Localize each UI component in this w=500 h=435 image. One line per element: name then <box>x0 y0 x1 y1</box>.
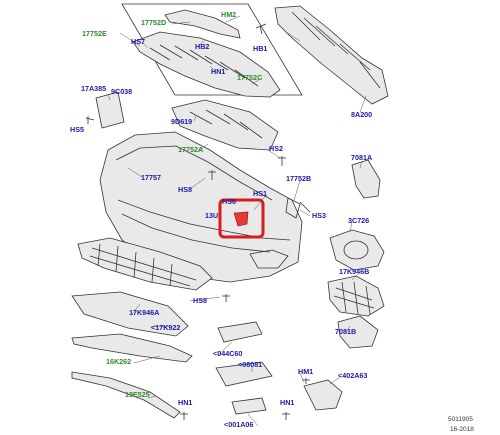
footer-date: 16-2018 <box>450 426 474 433</box>
bumper-fog-recess <box>249 249 289 269</box>
screw-hm1 <box>302 378 310 384</box>
label-17K946B: 17K946B <box>339 267 369 276</box>
fog-lamp-surround <box>329 229 385 271</box>
label-HM2: HM2 <box>221 10 236 19</box>
label-HS3: HS3 <box>312 211 326 220</box>
label-7081A: 7081A <box>351 153 372 162</box>
footer-code: 5011905 <box>448 416 473 423</box>
upper-panel-slots <box>149 44 259 87</box>
label-HM1: HM1 <box>298 367 313 376</box>
label-17K946A: 17K946A <box>129 308 159 317</box>
bumper-lower-grille-opening <box>117 199 291 253</box>
lower-grille-mesh <box>89 243 197 287</box>
label-17K922: <17K922 <box>151 323 180 332</box>
crash-beam-detail <box>291 11 381 89</box>
label-HS2: HS2 <box>269 144 283 153</box>
label-3C726: 3C726 <box>348 216 369 225</box>
tow-cover-bracket <box>231 397 267 415</box>
screw-hn1-c <box>282 412 290 420</box>
label-HS7: HS7 <box>131 37 145 46</box>
label-HS8-lower: HS8 <box>193 296 207 305</box>
side-grille-mesh <box>333 281 375 315</box>
label-8A200: 8A200 <box>351 110 372 119</box>
undertray <box>71 291 189 337</box>
label-402A63: <402A63 <box>338 371 367 380</box>
label-044C60: <044C60 <box>213 349 242 358</box>
lower-strip <box>71 371 181 419</box>
label-HS8-upper: HS8 <box>178 185 192 194</box>
label-17752B: 17752B <box>286 174 311 183</box>
lower-right-bracket <box>303 379 343 411</box>
bumper-upper-edge <box>115 145 273 201</box>
bolt-hb1 <box>255 23 267 35</box>
screw-hs2 <box>278 156 286 166</box>
mid-bracket-slots <box>189 109 263 139</box>
license-bracket <box>217 321 263 343</box>
label-HS1: HS1 <box>253 189 267 198</box>
tow-eye-cover <box>233 211 249 227</box>
upper-reinforcement-panel <box>132 31 281 98</box>
side-blank-trim <box>337 315 379 349</box>
label-16K262: 16K262 <box>106 357 131 366</box>
label-HS5: HS5 <box>70 125 84 134</box>
label-13U: 13U <box>205 211 218 220</box>
label-HN1-left: HN1 <box>178 398 192 407</box>
screw-hs8-a <box>208 170 216 180</box>
label-HB2: HB2 <box>195 42 209 51</box>
left-bracket <box>95 91 125 129</box>
screw-hs5 <box>85 116 95 124</box>
screw-hn1-b <box>180 412 188 420</box>
label-9C038: 9C038 <box>111 87 132 96</box>
screw-hs8-b <box>222 294 230 302</box>
upper-assembly-frame <box>121 3 303 96</box>
label-HB1: HB1 <box>253 44 267 53</box>
label-17752E: 17752E <box>82 29 107 38</box>
label-001A06: <001A06 <box>224 420 253 429</box>
label-7081B: 7081B <box>335 327 356 336</box>
label-17752C: 17752C <box>237 73 262 82</box>
label-06081: <06081 <box>238 360 262 369</box>
bumper-cover <box>99 131 303 283</box>
fog-bezel-upper <box>351 159 381 199</box>
label-HS6: HS6 <box>222 197 236 206</box>
crash-beam <box>274 5 389 105</box>
label-17752A: 17752A <box>178 145 203 154</box>
label-17757: 17757 <box>141 173 161 182</box>
label-17752D: 17752D <box>141 18 166 27</box>
side-bracket-right <box>285 197 311 219</box>
label-HN1-top: HN1 <box>211 67 225 76</box>
label-HN1-right: HN1 <box>280 398 294 407</box>
mid-upper-bracket <box>171 99 279 151</box>
centre-trim <box>215 361 273 387</box>
highlight-box <box>218 198 265 239</box>
label-19E525: 19E525 <box>125 390 150 399</box>
leader-lines <box>107 15 367 427</box>
lower-lip <box>71 333 193 363</box>
label-17A385: 17A385 <box>81 84 106 93</box>
label-9D619: 9D619 <box>171 117 192 126</box>
fog-lamp-opening <box>343 240 369 260</box>
